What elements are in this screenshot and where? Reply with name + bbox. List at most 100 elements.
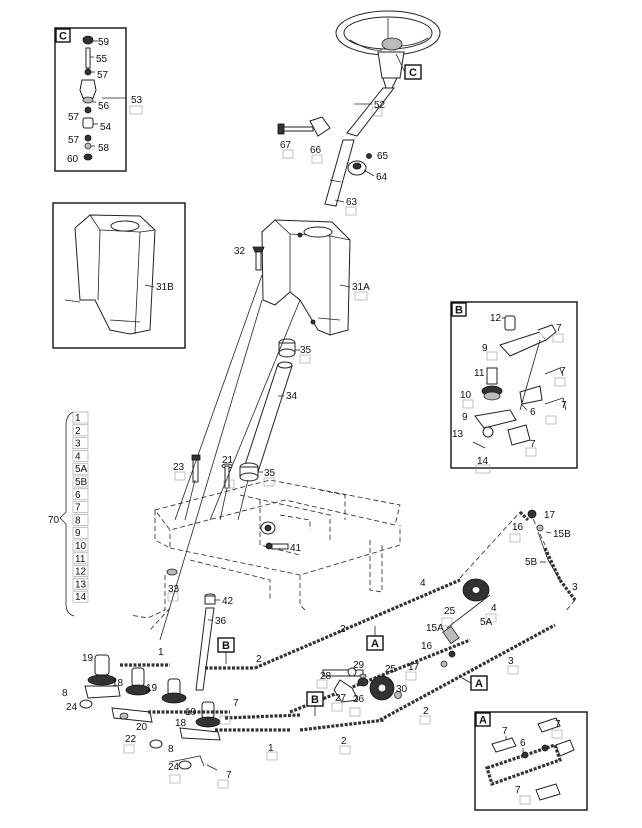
label-64: 64	[363, 169, 388, 183]
label-2-b: 2	[340, 624, 346, 635]
tractor-frame-phantom	[129, 479, 401, 631]
svg-text:12: 12	[490, 313, 502, 324]
svg-text:22: 22	[125, 734, 137, 745]
label-c57-b: 57	[68, 112, 80, 123]
list-70-item: 6	[75, 490, 81, 501]
idler-group-25-30	[322, 667, 402, 703]
svg-text:3: 3	[508, 656, 514, 667]
svg-text:30: 30	[396, 684, 408, 695]
svg-text:19: 19	[82, 653, 94, 664]
svg-text:66: 66	[310, 145, 322, 156]
bolt-67	[277, 123, 314, 135]
callout-c-top: C	[395, 53, 422, 80]
svg-text:18: 18	[175, 718, 187, 729]
label-25-a: 25	[385, 664, 397, 675]
inset-B-parts	[472, 315, 567, 449]
callout-b-ref-lower: B	[306, 691, 324, 716]
svg-text:56: 56	[98, 101, 110, 112]
svg-text:25: 25	[444, 606, 456, 617]
label-c55: 55	[90, 54, 108, 65]
svg-text:3: 3	[572, 582, 578, 593]
svg-text:64: 64	[376, 172, 388, 183]
list-70-item-box	[72, 475, 89, 488]
label-67: 67	[280, 140, 294, 159]
nut-33	[166, 568, 178, 576]
svg-text:7: 7	[530, 439, 536, 450]
list-70-item: 3	[75, 439, 81, 450]
svg-text:20: 20	[136, 722, 148, 733]
svg-text:A: A	[479, 715, 487, 727]
list-70-item: 8	[75, 515, 81, 526]
collar-64	[347, 153, 372, 176]
svg-text:6: 6	[520, 738, 526, 749]
svg-text:A: A	[475, 678, 483, 690]
label-29: 29	[353, 660, 365, 671]
svg-text:10: 10	[460, 390, 472, 401]
shaft-36	[195, 607, 215, 691]
svg-text:9: 9	[482, 343, 488, 354]
list-70-item: 5B	[75, 477, 88, 488]
list-70-item-box	[72, 565, 89, 577]
svg-text:53: 53	[131, 95, 143, 106]
svg-text:18: 18	[112, 678, 124, 689]
svg-text:24: 24	[66, 702, 78, 713]
callout-b-inset: B	[451, 302, 467, 317]
list-70-label: 70	[48, 515, 60, 526]
sprocket-assembly-left	[79, 654, 221, 771]
list-70-item-box	[72, 488, 89, 501]
label-c57-a: 57	[91, 70, 109, 81]
label-b7-c: 7	[545, 400, 567, 425]
svg-text:63: 63	[346, 197, 358, 208]
label-b6: 6	[521, 404, 536, 418]
sprocket-4	[462, 578, 490, 602]
label-c53: 53	[129, 95, 143, 115]
label-2-c: 2	[339, 736, 351, 755]
label-19-c: 19	[185, 707, 197, 718]
svg-text:11: 11	[474, 368, 485, 379]
label-c56: 56	[93, 101, 110, 112]
svg-text:B: B	[222, 640, 230, 652]
label-b7-a: 7	[552, 323, 564, 343]
svg-text:7: 7	[556, 323, 562, 334]
label-3-b: 3	[572, 582, 578, 593]
svg-text:A: A	[371, 638, 379, 650]
svg-text:B: B	[455, 305, 463, 317]
label-23: 23	[173, 462, 186, 481]
svg-text:6: 6	[530, 407, 536, 418]
svg-text:35: 35	[300, 345, 312, 356]
svg-text:65: 65	[377, 151, 389, 162]
svg-text:7: 7	[233, 698, 239, 709]
leader-lines	[159, 274, 301, 641]
list-70-item: 13	[75, 579, 87, 590]
svg-text:19: 19	[146, 683, 158, 694]
svg-text:28: 28	[320, 671, 332, 682]
svg-text:C: C	[409, 67, 417, 79]
label-17-b: 17	[544, 510, 556, 521]
svg-text:7: 7	[515, 785, 521, 796]
label-63: 63	[334, 197, 358, 216]
label-18-a: 18	[112, 678, 124, 689]
label-24-a: 24	[66, 702, 78, 713]
label-8-b: 8	[168, 744, 174, 755]
label-a7-a: 7	[502, 726, 508, 740]
label-b7-b: 7	[554, 366, 566, 387]
label-18-b: 18	[175, 718, 187, 729]
svg-text:2: 2	[340, 624, 346, 635]
label-4-b: 4	[485, 603, 497, 623]
label-b13: 13	[452, 429, 464, 440]
svg-text:32: 32	[234, 246, 246, 257]
svg-text:25: 25	[385, 664, 397, 675]
list-70-item-box	[72, 450, 89, 462]
list-70-item-box	[72, 578, 89, 590]
svg-text:2: 2	[256, 654, 262, 665]
svg-text:58: 58	[98, 143, 110, 154]
console-housing-31A	[261, 219, 351, 336]
svg-text:1: 1	[158, 647, 164, 658]
list-70-item: 9	[75, 528, 81, 539]
svg-text:15A: 15A	[426, 623, 444, 634]
steering-shaft-52	[346, 51, 405, 137]
label-2-a: 2	[256, 654, 262, 665]
label-15A: 15A	[426, 623, 444, 634]
label-b9-b: 9	[462, 412, 468, 423]
svg-text:8: 8	[168, 744, 174, 755]
